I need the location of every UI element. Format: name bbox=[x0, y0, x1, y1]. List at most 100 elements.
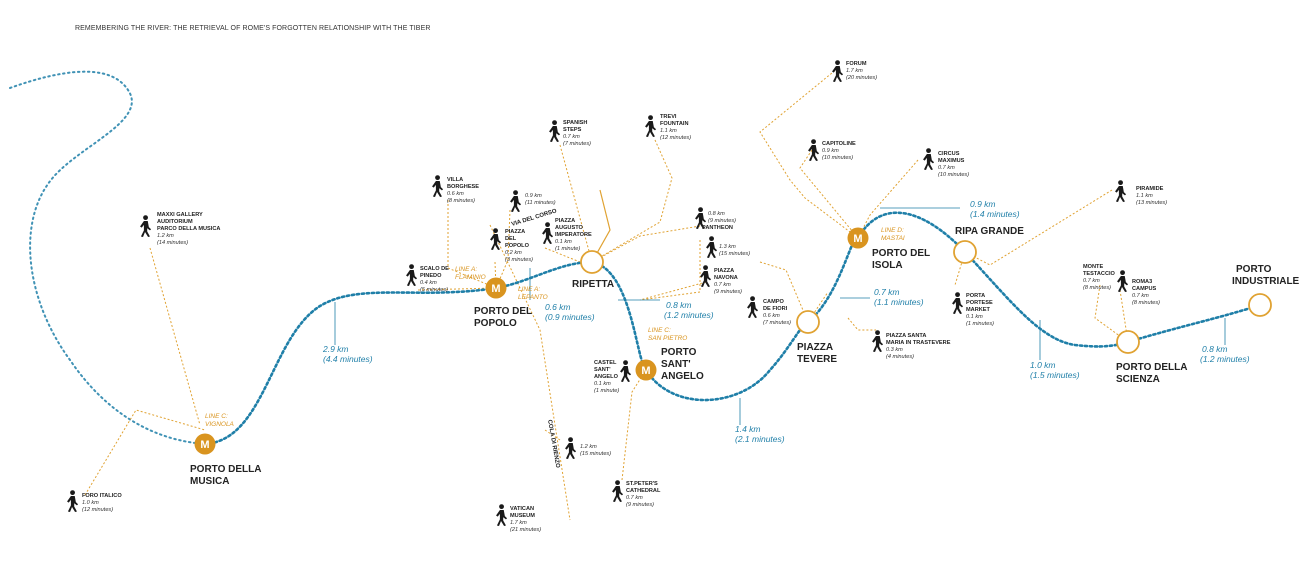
poi-vatican[interactable]: VATICAN MUSEUM 1.7 km (21 minutes) bbox=[496, 497, 541, 533]
poi-roma3[interactable]: ROMA3 CAMPUS 0.7 km (8 minutes) bbox=[1117, 270, 1161, 306]
leg-label-scienza-industriale: 0.8 km(1.2 minutes) bbox=[1200, 344, 1250, 364]
stop-ring-icon[interactable] bbox=[580, 250, 604, 274]
poi-castel-sant-angelo[interactable]: CASTEL SANT' ANGELO 0.1 km (1 minute) bbox=[594, 351, 632, 394]
svg-text:M: M bbox=[641, 365, 650, 377]
metro-icon[interactable]: M bbox=[194, 433, 216, 455]
svg-text:M: M bbox=[200, 439, 209, 451]
pedestrian-icon bbox=[1115, 180, 1127, 202]
tiber-river-upstream bbox=[9, 70, 206, 445]
metro-line-label-vignola: LINE C:VIGNOLA bbox=[205, 413, 234, 428]
stop-ring-icon[interactable] bbox=[953, 240, 977, 264]
path-vatican-line bbox=[489, 224, 571, 521]
poi-campo-de-fiori[interactable]: CAMPO DE FIORI 0.6 km (7 minutes) bbox=[747, 290, 792, 326]
poi-piramide[interactable]: PIRAMIDE 1.1 km (13 minutes) bbox=[1115, 177, 1168, 206]
poi-circus-maximus[interactable]: CIRCUS MAXIMUS 0.7 km (10 minutes) bbox=[923, 142, 969, 178]
path-roma3 bbox=[1119, 289, 1129, 343]
leg-label-angelo-tevere: 1.4 km(2.1 minutes) bbox=[735, 424, 785, 444]
poi-piazza-navona[interactable]: PIAZZA NAVONA 0.7 km (9 minutes) bbox=[700, 259, 742, 295]
poi-cola-di-rienzo[interactable]: 1.3 km (15 minutes) bbox=[706, 235, 750, 258]
stop-markers: M M M M bbox=[194, 227, 1272, 455]
poi-foro-italico[interactable]: FORO ITALICO 1.0 km (12 minutes) bbox=[67, 484, 126, 513]
path-testaccio bbox=[1094, 284, 1129, 343]
pedestrian-icon bbox=[952, 292, 964, 314]
metro-line-label-flaminio: LINE A:FLAMINIO bbox=[455, 266, 486, 281]
pedestrian-icon bbox=[510, 190, 522, 212]
svg-text:0.9 km (11 minutes): 0.9 km (11 minutes) bbox=[525, 184, 556, 206]
poi-augusto[interactable]: PIAZZA AUGUSTO IMPERATORE 0.1 km (1 minu… bbox=[542, 209, 596, 252]
path-foro-italico bbox=[84, 409, 206, 496]
poi-prati[interactable]: 1.2 km (15 minutes) bbox=[565, 435, 611, 459]
path-maxxi bbox=[149, 247, 201, 426]
stop-ring-icon[interactable] bbox=[1248, 293, 1272, 317]
pedestrian-icon bbox=[700, 265, 712, 287]
leg-connectors bbox=[334, 207, 1226, 425]
poi-forum[interactable]: FORUM 1.7 km (20 minutes) bbox=[832, 52, 877, 82]
stop-ring-icon[interactable] bbox=[1116, 330, 1140, 354]
path-cola bbox=[639, 240, 701, 301]
poi-porta-portese[interactable]: PORTA PORTESE MARKET 0.1 km (1 minutes) bbox=[952, 284, 997, 327]
svg-text:M: M bbox=[853, 233, 862, 245]
pedestrian-icon bbox=[872, 330, 884, 352]
pedestrian-icon bbox=[923, 148, 935, 170]
pedestrian-icon bbox=[612, 480, 624, 502]
path-prati bbox=[544, 429, 561, 441]
poi-monte-testaccio[interactable]: MONTE TESTACCIO 0.7 km (8 minutes) bbox=[1083, 255, 1119, 291]
poi-trevi[interactable]: TREVI FOUNTAIN 1.1 km (12 minutes) bbox=[645, 105, 693, 141]
path-trevi bbox=[591, 139, 673, 263]
svg-text:1.2 km (15 minutes): 1.2 km (15 minutes) bbox=[580, 435, 611, 457]
stop-label-ripa-grande[interactable]: RIPA GRANDE bbox=[955, 226, 1024, 237]
path-capitoline bbox=[799, 149, 859, 239]
svg-text:CASTEL SANT' A: CASTEL SANT' ANGELO 0.1 km (1 minute) bbox=[594, 351, 622, 394]
svg-text:VILLA BORGHESE: VILLA BORGHESE 0.6 km (8 minutes) bbox=[447, 168, 483, 204]
pedestrian-icon bbox=[808, 139, 820, 161]
svg-text:PIAZZA DEL POP: PIAZZA DEL POPOLO 0.2 km (3 minutes) bbox=[505, 220, 533, 263]
svg-text:VATICAN MUSEUM: VATICAN MUSEUM 1.7 km (21 minutes) bbox=[510, 497, 541, 533]
svg-text:CAPITOLINE 0.9 km: CAPITOLINE 0.9 km (10 minutes) bbox=[822, 132, 860, 161]
poi-pantheon[interactable]: 0.8 km (9 minutes) PANTHEON bbox=[695, 202, 740, 231]
stop-label-ripetta[interactable]: RIPETTA bbox=[572, 279, 614, 290]
poi-capitoline[interactable]: CAPITOLINE 0.9 km (10 minutes) bbox=[808, 132, 860, 161]
poi-villa-borghese[interactable]: VILLA BORGHESE 0.6 km (8 minutes) bbox=[432, 168, 483, 204]
path-stpeter bbox=[621, 369, 647, 481]
pedestrian-icon bbox=[140, 215, 152, 237]
path-scalo bbox=[417, 287, 497, 291]
pedestrian-icon bbox=[565, 437, 577, 459]
poi-spanish-steps[interactable]: SPANISH STEPS 0.7 km (7 minutes) bbox=[549, 111, 592, 147]
path-circus bbox=[857, 159, 919, 239]
svg-text:CAMPO DE FIORI: CAMPO DE FIORI 0.6 km (7 minutes) bbox=[763, 290, 792, 326]
street-lines bbox=[591, 189, 611, 263]
pedestrian-icon bbox=[706, 236, 718, 258]
path-trastevere bbox=[847, 317, 876, 331]
path-spanish bbox=[559, 144, 593, 263]
metro-icon[interactable]: M bbox=[485, 277, 507, 299]
stop-ring-icon[interactable] bbox=[796, 310, 820, 334]
metro-line-label-san-pietro: LINE C:SAN PIETRO bbox=[648, 327, 687, 342]
pedestrian-icon bbox=[747, 296, 759, 318]
path-pantheon bbox=[591, 225, 701, 263]
svg-text:SPANISH STEPS: SPANISH STEPS 0.7 km (7 minutes) bbox=[563, 111, 592, 147]
svg-text:SCALO DE PINEDO: SCALO DE PINEDO 0.4 km (5 minutes) bbox=[420, 257, 453, 293]
metro-icon[interactable]: M bbox=[847, 227, 869, 249]
metro-icon[interactable]: M bbox=[635, 359, 657, 381]
poi-piazza-del-popolo[interactable]: PIAZZA DEL POPOLO 0.2 km (3 minutes) bbox=[490, 220, 533, 263]
leg-label-isola-ripa: 0.9 km(1.4 minutes) bbox=[970, 199, 1020, 219]
poi-st-peters[interactable]: ST.PETER'S CATHEDRAL 0.7 km (9 minutes) bbox=[612, 472, 665, 508]
svg-text:PIRAMIDE 1.1 km: PIRAMIDE 1.1 km (13 minutes) bbox=[1136, 177, 1168, 206]
river-route bbox=[203, 211, 1262, 446]
path-villa-borghese bbox=[447, 200, 497, 289]
svg-text:0.8 km (9 minutes): 0.8 km (9 minutes) PANTHEON bbox=[702, 202, 740, 231]
poi-via-del-corso[interactable]: 0.9 km (11 minutes) bbox=[510, 184, 556, 212]
leg-label-tevere-isola: 0.7 km(1.1 minutes) bbox=[874, 287, 924, 307]
poi-scalo-de-pinedo[interactable]: SCALO DE PINEDO 0.4 km (5 minutes) bbox=[406, 257, 453, 293]
poi-trastevere[interactable]: PIAZZA SANTA MARIA IN TRASTEVERE 0.3 km … bbox=[872, 324, 955, 360]
svg-text:FORUM 1.7 km (: FORUM 1.7 km (20 minutes) bbox=[846, 52, 877, 81]
leg-label-ripetta-angelo: 0.8 km(1.2 minutes) bbox=[664, 300, 714, 320]
poi-maxxi[interactable]: MAXXI GALLERY AUDITORIUM PARCO DELLA MUS… bbox=[140, 203, 225, 246]
